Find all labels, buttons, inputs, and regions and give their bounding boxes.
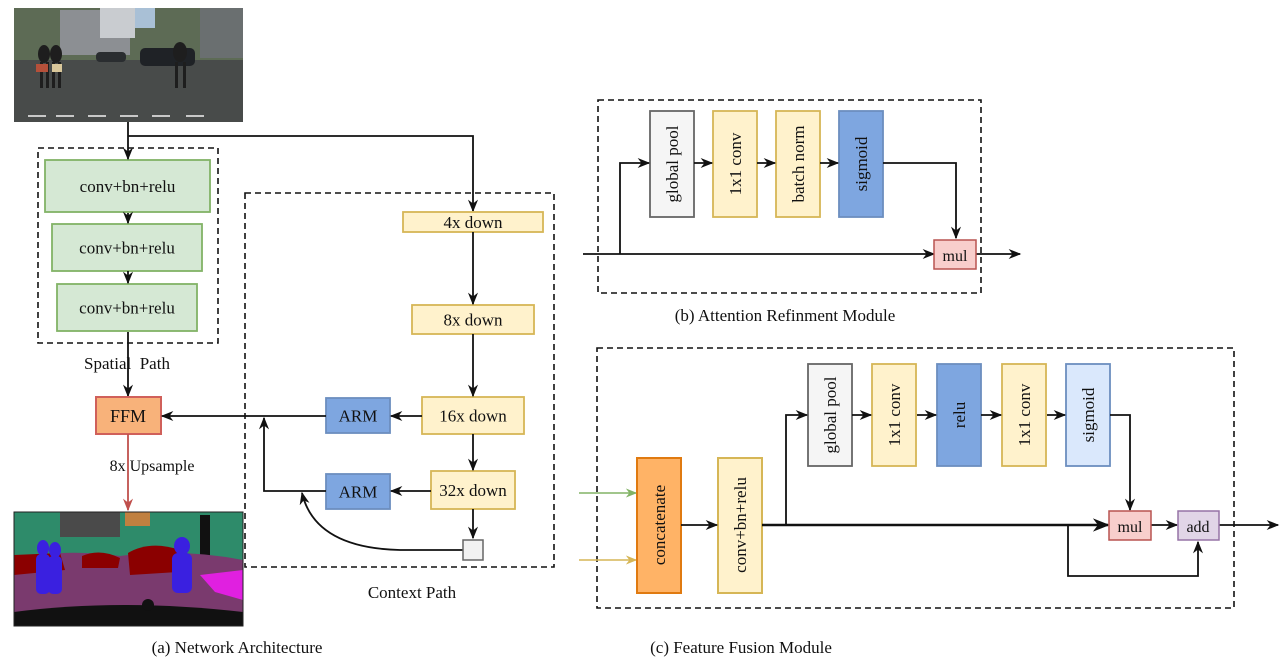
arm-module-box xyxy=(597,99,982,294)
svg-text:conv+bn+relu: conv+bn+relu xyxy=(79,239,175,258)
arrow-input-to-context xyxy=(128,135,479,213)
svg-text:mul: mul xyxy=(1118,519,1143,536)
svg-text:concatenate: concatenate xyxy=(650,485,669,565)
arm-module: global pool 1x1 conv batch norm sigmoid xyxy=(649,110,884,218)
svg-text:global pool: global pool xyxy=(663,125,682,202)
ffm-module-block-3: relu xyxy=(936,363,982,467)
ffm-branch-line xyxy=(785,409,809,525)
arm-sigmoid-to-mul xyxy=(883,162,962,240)
context-block-4x: 4x down xyxy=(402,211,544,233)
context-block-8x: 8x down xyxy=(411,304,535,335)
output-segmentation-image xyxy=(13,511,244,627)
svg-text:1x1 conv: 1x1 conv xyxy=(726,132,745,195)
arm-mul-block: mul xyxy=(933,239,977,270)
ffm-mul-block: mul xyxy=(1108,510,1152,541)
svg-text:mul: mul xyxy=(943,248,968,265)
svg-text:4x down: 4x down xyxy=(443,213,503,232)
context-path: 4x down 8x down 16x down 32x down ARM ARM xyxy=(325,211,544,510)
arm-module-block-4: sigmoid xyxy=(838,110,884,218)
caption-network: (a) Network Architecture xyxy=(152,638,323,657)
arm-module-block-2: 1x1 conv xyxy=(712,110,758,218)
svg-text:relu: relu xyxy=(950,401,969,428)
spatial-block-1: conv+bn+relu xyxy=(44,159,211,213)
context-block-16x: 16x down xyxy=(421,396,525,435)
svg-text:sigmoid: sigmoid xyxy=(1079,387,1098,442)
caption-ffm: (c) Feature Fusion Module xyxy=(650,638,832,657)
global-pool-square xyxy=(462,539,484,561)
svg-text:conv+bn+relu: conv+bn+relu xyxy=(80,177,176,196)
ffm-block: FFM xyxy=(95,396,162,435)
upsample-label: 8x Upsample xyxy=(110,458,195,475)
ffm-module-block-1: global pool xyxy=(807,363,853,467)
spatial-block-2: conv+bn+relu xyxy=(51,223,203,272)
ffm-skip-to-add xyxy=(1067,525,1204,577)
context-block-32x: 32x down xyxy=(430,470,516,510)
input-image xyxy=(14,8,243,122)
ffm-module-block-2: 1x1 conv xyxy=(871,363,917,467)
svg-text:conv+bn+relu: conv+bn+relu xyxy=(731,477,750,573)
svg-text:16x down: 16x down xyxy=(439,407,507,426)
ffm-conv-block: conv+bn+relu xyxy=(717,457,763,594)
svg-text:ARM: ARM xyxy=(339,483,378,502)
spatial-block-3: conv+bn+relu xyxy=(56,283,198,332)
svg-text:add: add xyxy=(1186,519,1209,536)
arrow-arm2-merge xyxy=(258,416,326,492)
ffm-add-block: add xyxy=(1177,510,1220,541)
arm-module-block-1: global pool xyxy=(649,110,695,218)
caption-arm: (b) Attention Refinment Module xyxy=(675,306,896,325)
ffm-module-block-4: 1x1 conv xyxy=(1001,363,1047,467)
svg-text:global pool: global pool xyxy=(821,376,840,453)
arm-module-block-3: batch norm xyxy=(775,110,821,218)
svg-text:8x down: 8x down xyxy=(443,311,503,330)
svg-text:1x1 conv: 1x1 conv xyxy=(885,383,904,446)
ffm-concatenate-block: concatenate xyxy=(636,457,682,594)
context-path-box xyxy=(244,192,555,568)
spatial-path: conv+bn+relu conv+bn+relu conv+bn+relu xyxy=(44,159,211,332)
svg-text:batch norm: batch norm xyxy=(789,126,808,203)
arm-branch-line xyxy=(619,157,651,254)
arm-block-1: ARM xyxy=(325,397,391,434)
context-path-label: Context Path xyxy=(368,583,457,602)
ffm-sigmoid-to-mul xyxy=(1110,414,1136,512)
svg-text:32x down: 32x down xyxy=(439,481,507,500)
arm-block-2: ARM xyxy=(325,473,391,510)
svg-text:ARM: ARM xyxy=(339,407,378,426)
ffm-module: global pool 1x1 conv relu 1x1 conv sigmoid xyxy=(807,363,1111,467)
ffm-module-block-5: sigmoid xyxy=(1065,363,1111,467)
svg-text:1x1 conv: 1x1 conv xyxy=(1015,383,1034,446)
svg-text:sigmoid: sigmoid xyxy=(852,136,871,191)
arrow-pool-merge xyxy=(299,491,463,551)
svg-text:FFM: FFM xyxy=(110,406,146,426)
svg-text:conv+bn+relu: conv+bn+relu xyxy=(79,299,175,318)
ffm-module-box xyxy=(596,347,1235,609)
